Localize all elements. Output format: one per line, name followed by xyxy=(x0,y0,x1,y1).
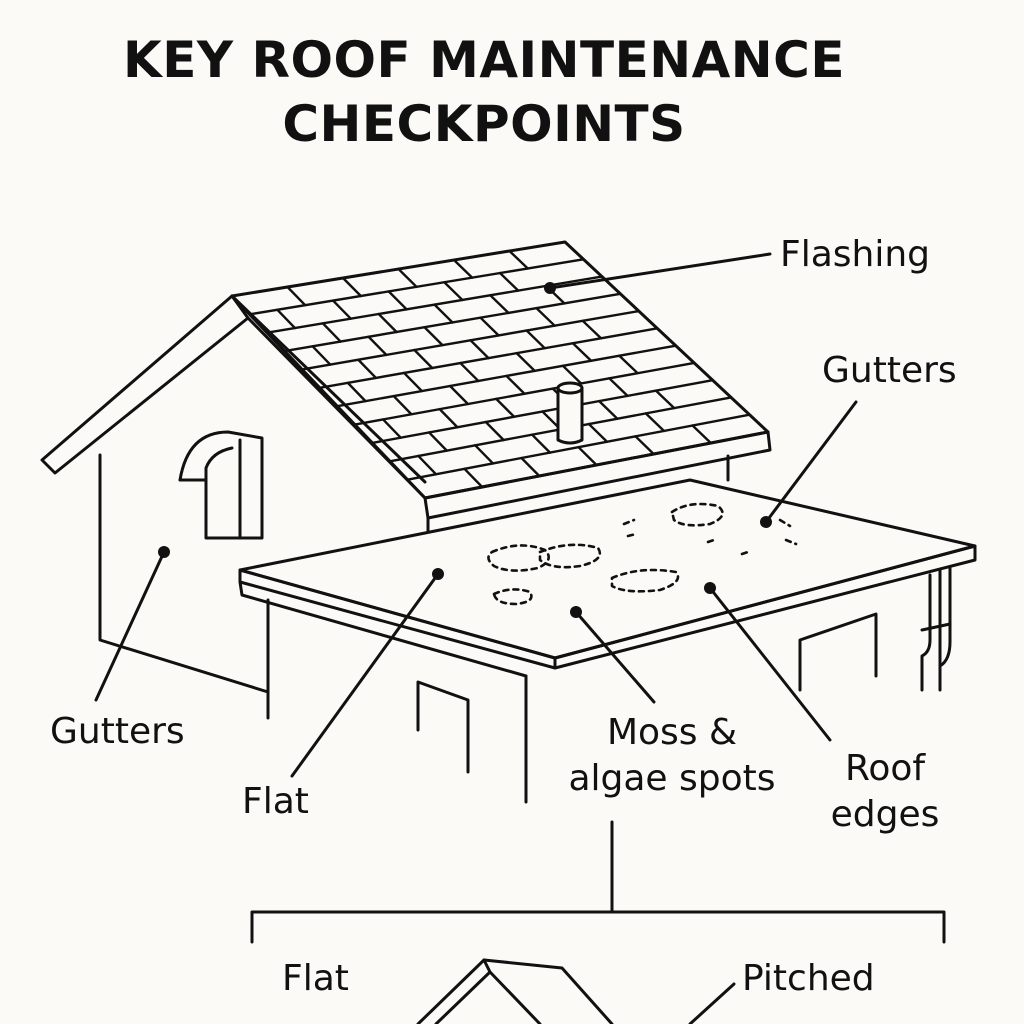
shingle-joint-line xyxy=(311,345,332,366)
shingle-joint-line xyxy=(577,445,598,467)
shingle-joint-line xyxy=(413,348,434,370)
shingle-joint-line xyxy=(495,397,516,418)
shingle-joint-line xyxy=(452,258,474,279)
title-line-2: CHECKPOINTS xyxy=(282,95,686,153)
label-moss-algae: Moss & algae spots xyxy=(560,710,784,802)
label-roof-edges: Roof edges xyxy=(822,746,948,838)
shingle-joint-line xyxy=(525,329,546,350)
shingle-joint-line xyxy=(598,399,619,420)
shingle-joint-line xyxy=(498,271,520,292)
house-wall xyxy=(98,453,270,720)
label-roof-edges-line-1: Roof xyxy=(844,748,926,789)
shingle-joint-line xyxy=(423,326,444,347)
callout-flashing xyxy=(544,252,772,294)
pitched-roof-sketch xyxy=(416,958,736,1024)
callout-gutters-right xyxy=(760,400,858,528)
shingle-joint-line xyxy=(508,249,530,270)
shingle-joint-line xyxy=(443,281,464,302)
shingle-joint-line xyxy=(402,371,424,393)
shingle-joint-line xyxy=(321,322,342,343)
shingle-joint-line xyxy=(520,456,541,478)
shingle-joint-line xyxy=(433,303,454,324)
label-gutters-right: Gutters xyxy=(822,350,957,391)
label-flat-bottom: Flat xyxy=(282,958,349,999)
label-gutters-left: Gutters xyxy=(50,711,185,752)
shingle-joint-line xyxy=(505,374,526,395)
shingle-joint-line xyxy=(561,364,583,385)
shingle-joint-line xyxy=(331,299,352,320)
shingle-joint-line xyxy=(634,435,655,456)
shingle-joint-line xyxy=(474,444,495,465)
shingle-joint-line xyxy=(387,290,408,311)
shingle-joint-line xyxy=(341,276,363,298)
shingle-joint-line xyxy=(618,354,639,375)
wall-vent xyxy=(178,430,264,540)
shingle-joint-line xyxy=(581,319,603,340)
comparison-bracket xyxy=(250,820,946,944)
label-flat: Flat xyxy=(242,781,309,822)
moss-algae-spots xyxy=(487,502,798,606)
shingle-joint-line xyxy=(377,312,398,334)
shingle-joint-line xyxy=(392,394,413,416)
label-moss-line-2: algae spots xyxy=(568,758,776,799)
roof-shingles xyxy=(248,249,751,489)
title-line-1: KEY ROOF MAINTENANCE xyxy=(123,31,845,89)
shingle-joint-line xyxy=(608,377,629,398)
shingle-joint-line xyxy=(654,389,676,410)
shingle-joint-line xyxy=(463,467,484,489)
shingle-joint-line xyxy=(417,454,438,476)
shingle-joint-line xyxy=(571,342,593,362)
shingle-joint-line xyxy=(381,418,402,439)
callout-roof-edges xyxy=(704,582,832,742)
shingle-joint-line xyxy=(484,420,505,442)
shingle-joint-line xyxy=(459,361,480,383)
flat-roof xyxy=(238,478,977,678)
callout-moss xyxy=(570,606,656,704)
shingle-joint-line xyxy=(438,407,459,429)
shingle-joint-line xyxy=(469,339,490,360)
shingle-joint-line xyxy=(357,358,378,380)
shingle-joint-line xyxy=(691,424,713,445)
label-roof-edges-line-2: edges xyxy=(830,794,940,835)
shingle-joint-line xyxy=(286,285,307,307)
shingle-joint-line xyxy=(644,412,666,433)
callout-flat xyxy=(290,568,444,778)
shingle-joint-line xyxy=(346,381,367,403)
shingle-joint-line xyxy=(515,351,536,373)
shingle-joint-line xyxy=(448,384,470,406)
label-moss-line-1: Moss & xyxy=(606,712,738,753)
downspout xyxy=(920,566,952,692)
vent-pipe xyxy=(556,381,584,445)
shingle-joint-line xyxy=(427,431,448,452)
shingle-joint-line xyxy=(367,335,388,357)
lower-building xyxy=(416,568,942,804)
label-flashing: Flashing xyxy=(780,234,931,275)
shingle-joint-line xyxy=(530,433,552,454)
shingle-joint-line xyxy=(397,267,418,289)
shingle-joint-line xyxy=(489,294,510,315)
shingle-joint-line xyxy=(479,316,500,337)
label-pitched-bottom: Pitched xyxy=(742,958,875,999)
shingle-joint-line xyxy=(587,422,609,443)
shingle-joint-line xyxy=(535,306,556,327)
callout-gutters-left xyxy=(94,546,170,702)
shingle-joint-line xyxy=(276,308,297,330)
diagram-title: KEY ROOF MAINTENANCE CHECKPOINTS xyxy=(0,28,968,156)
